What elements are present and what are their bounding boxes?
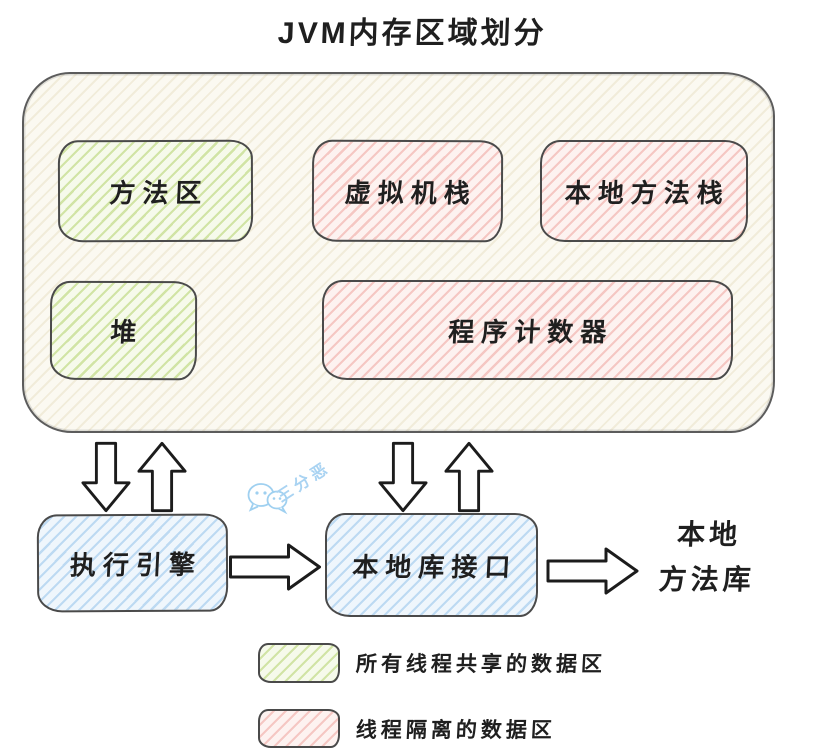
arrow-up-icon xyxy=(137,441,187,513)
box-heap-label: 堆 xyxy=(109,316,145,348)
box-execution-engine: 执行引擎 xyxy=(36,513,229,613)
box-method-area-label: 方法区 xyxy=(108,177,210,208)
legend-swatch-shared xyxy=(258,643,340,683)
box-native-method-stack: 本地方法栈 xyxy=(540,140,748,242)
box-vm-stack: 虚拟机栈 xyxy=(311,139,504,243)
arrow-down-icon xyxy=(378,441,428,513)
wechat-icon xyxy=(247,483,288,515)
legend-swatch-isolated xyxy=(258,709,340,748)
watermark-text: 三分恶 xyxy=(274,459,334,507)
legend-label-shared: 所有线程共享的数据区 xyxy=(355,653,607,676)
native-method-library-line1: 本地 xyxy=(676,519,742,550)
box-vm-stack-label: 虚拟机栈 xyxy=(344,177,478,208)
box-method-area: 方法区 xyxy=(57,139,254,243)
arrow-right-icon xyxy=(229,543,321,591)
native-method-library-line2: 方法库 xyxy=(657,564,756,595)
box-program-counter: 程序计数器 xyxy=(322,280,733,380)
box-native-method-stack-label: 本地方法栈 xyxy=(564,177,731,208)
box-execution-engine-label: 执行引擎 xyxy=(69,549,203,580)
arrow-down-icon xyxy=(81,441,131,513)
box-native-interface-label: 本地库接口 xyxy=(351,551,519,582)
box-program-counter-label: 程序计数器 xyxy=(447,316,615,347)
arrow-right-icon xyxy=(546,547,639,595)
arrow-up-icon xyxy=(444,441,494,513)
legend-label-isolated: 线程隔离的数据区 xyxy=(355,718,557,742)
box-heap: 堆 xyxy=(49,280,198,381)
watermark: 三分恶 xyxy=(244,455,374,520)
page-title: JVM内存区域划分 xyxy=(277,17,548,50)
box-native-interface: 本地库接口 xyxy=(325,513,538,617)
native-method-library-label: 本地 方法库 xyxy=(640,512,777,602)
